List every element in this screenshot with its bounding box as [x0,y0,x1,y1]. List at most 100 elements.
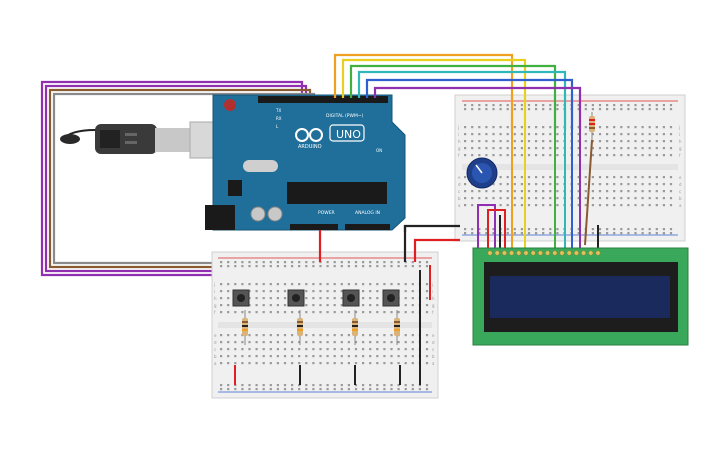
top-breadboard-row-letter: a [458,203,461,208]
analog-in-label: ANALOG IN [355,210,380,216]
dc-power-jack [205,205,235,230]
top-breadboard-row-letter: a [679,203,682,208]
pushbutton-2[interactable] [287,289,305,307]
top-breadboard-row-letter: g [458,146,461,151]
bottom-breadboard-row-letter: j [431,282,433,287]
lcd-pin [501,250,507,256]
voltage-regulator [228,180,242,196]
top-breadboard-row-letter: e [679,175,682,180]
crystal [243,160,278,172]
lcd-pin [509,250,515,256]
bottom-breadboard-row-letter: h [432,296,435,301]
lcd-pin [516,250,522,256]
lcd-pin [494,250,500,256]
pushbutton-1[interactable] [232,289,250,307]
tx-label: TX [275,108,281,113]
lcd-pin [581,250,587,256]
pushbuttons [232,289,400,307]
lcd-pin [537,250,543,256]
usb-cable [60,121,231,159]
bottom-breadboard-row-letter: i [432,289,433,294]
top-breadboard-row-letter: j [678,125,680,130]
arduino-power-wires [318,224,460,262]
top-breadboard-row-letter: h [679,139,682,144]
reset-button[interactable] [224,99,236,111]
pushbutton-3[interactable] [342,289,360,307]
bottom-breadboard-row-letter: d [432,340,435,345]
potentiometer[interactable] [466,157,498,189]
power-label: POWER [318,210,335,216]
bottom-jumpers [234,265,431,385]
lcd-pin [573,250,579,256]
top-breadboard-row-letter: e [458,175,461,180]
top-breadboard-row-letter: g [679,146,682,151]
lcd-pin [530,250,536,256]
rx-label: RX [276,116,282,121]
arduino-brand-label: ARDUINO [298,144,322,150]
bottom-breadboard-row-letter: f [432,310,434,315]
capacitor-2 [267,206,283,222]
bottom-breadboard-row-letter: a [214,361,217,366]
bottom-breadboard-row-letter: e [214,333,217,338]
digital-header [258,96,388,103]
top-breadboard-row-letter: h [458,139,461,144]
bottom-breadboard-row-letter: i [214,289,215,294]
bottom-breadboard-row-letter: h [214,296,217,301]
top-breadboard-row-letter: c [679,189,681,194]
top-breadboard-row-letter: d [458,182,461,187]
power-header [290,224,338,230]
lcd-pin [545,250,551,256]
bottom-breadboard-row-letter: a [432,361,435,366]
bottom-breadboard-row-letter: f [214,310,216,315]
rainbow-data-wires [333,53,582,130]
breadboard-bottom-holes [220,261,429,391]
atmega-chip [287,182,387,204]
resistor-2 [297,310,303,345]
top-breadboard-row-letter: b [458,196,461,201]
uno-badge [329,124,365,142]
bottom-breadboard-row-letter: c [214,347,216,352]
lcd-pin [552,250,558,256]
bottom-breadboard-row-letter: g [432,303,435,308]
resistor-4 [394,310,400,345]
bottom-breadboard-row-letter: b [214,354,217,359]
backlight-resistor [584,112,595,246]
analog-header [345,224,390,230]
bottom-breadboard-row-letter: d [214,340,217,345]
usb-plug-tail-icon [60,134,80,144]
bottom-breadboard-row-letter: g [214,303,217,308]
top-breadboard-row-letter: j [457,125,459,130]
lcd-pins [487,250,601,256]
resistor-1 [242,310,248,345]
top-breadboard-row-letter: d [679,182,682,187]
on-label: ON [376,148,382,153]
top-breadboard-row-letter: c [458,189,460,194]
top-breadboard-row-letter: f [458,153,460,158]
lcd-16x2 [472,247,689,346]
top-breadboard-row-letter: f [679,153,681,158]
resistor-3 [352,310,358,345]
bottom-breadboard-row-letter: c [432,347,434,352]
pushbutton-4[interactable] [382,289,400,307]
pulldown-resistors [242,310,400,345]
digital-pins-label: DIGITAL (PWM~) [326,113,364,119]
lcd-pin [559,250,565,256]
lcd-pin [588,250,594,256]
lcd-pin [523,250,529,256]
lcd-pin [487,250,493,256]
arduino-uno-board: ARDUINO UNO DIGITAL (PWM~) POWER ANALOG … [205,94,406,231]
l-label: L [276,124,279,129]
top-breadboard-row-letter: i [458,132,459,137]
arduino-model-label: UNO [336,128,361,141]
lcd-screen [490,276,670,318]
bottom-breadboard-row-letter: e [432,333,435,338]
top-breadboard-row-letter: b [679,196,682,201]
breadboard-top-holes [464,104,673,235]
usb-connector-metal [155,128,190,152]
top-breadboard-row-letter: i [679,132,680,137]
bottom-breadboard-row-letter: j [213,282,215,287]
capacitor-1 [250,206,266,222]
bottom-breadboard-row-letter: b [432,354,435,359]
